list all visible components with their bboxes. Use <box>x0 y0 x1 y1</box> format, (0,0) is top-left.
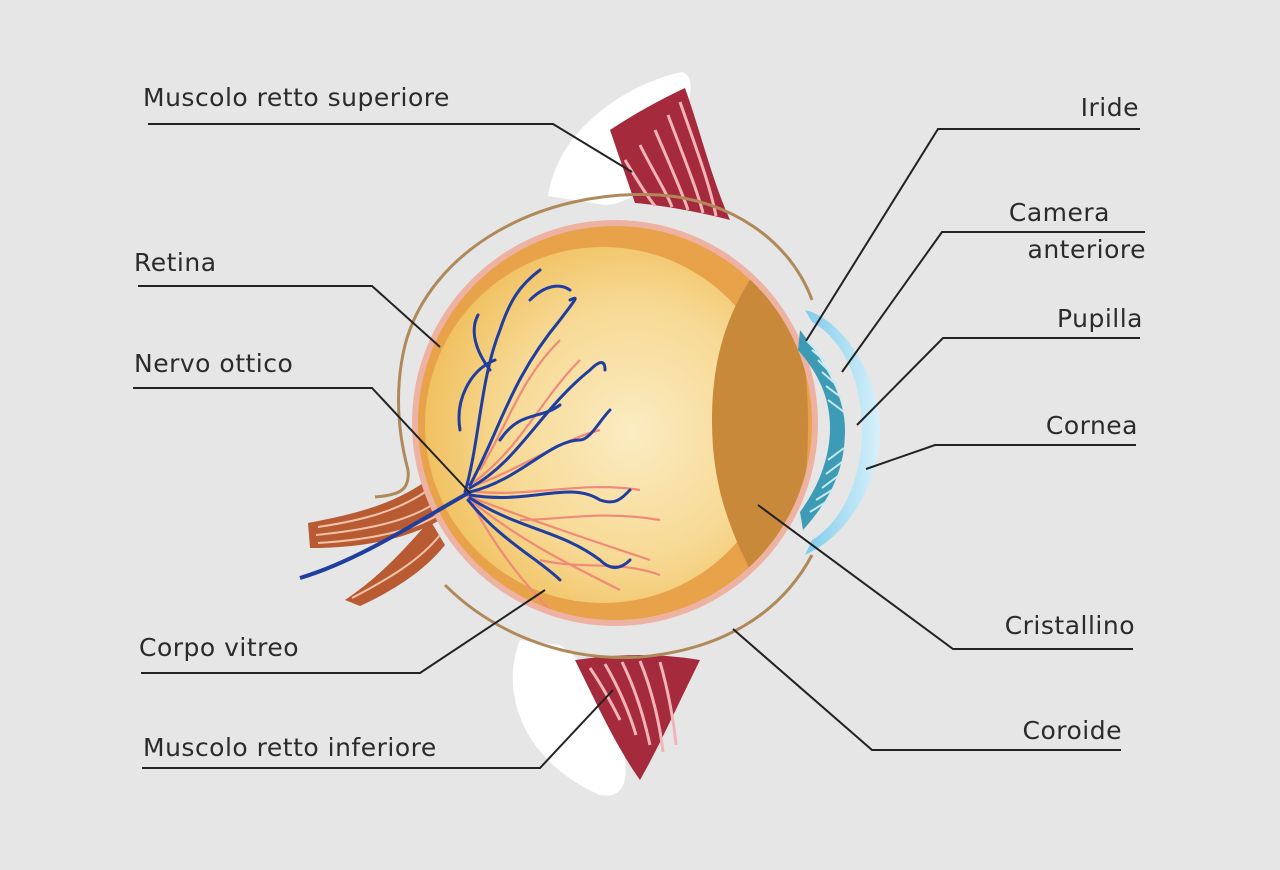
label-optic-nerve: Nervo ottico <box>134 349 294 378</box>
label-cornea: Cornea <box>1045 411 1138 440</box>
inferior-rectus-muscle <box>512 640 700 796</box>
sclera-outline <box>374 192 814 499</box>
superior-rectus-muscle <box>548 72 730 220</box>
label-retina: Retina <box>134 248 217 277</box>
blue-vessels <box>457 268 632 582</box>
label-pupil: Pupilla <box>1056 304 1143 333</box>
label-choroid: Coroide <box>1022 716 1122 745</box>
label-anterior-chamber-line1: Camera <box>1008 198 1110 227</box>
label-inferior-rectus: Muscolo retto inferiore <box>143 733 437 762</box>
label-vitreous-body: Corpo vitreo <box>139 633 300 662</box>
label-anterior-chamber-line2: anteriore <box>1027 235 1146 264</box>
leader-lines <box>133 123 1145 769</box>
cornea <box>805 310 880 555</box>
label-lens: Cristallino <box>1004 611 1135 640</box>
label-superior-rectus: Muscolo retto superiore <box>143 83 450 112</box>
optic-nerve-vessel <box>299 490 471 580</box>
red-vessels <box>464 339 661 620</box>
lens <box>712 265 808 590</box>
label-iris: Iride <box>1080 93 1139 122</box>
